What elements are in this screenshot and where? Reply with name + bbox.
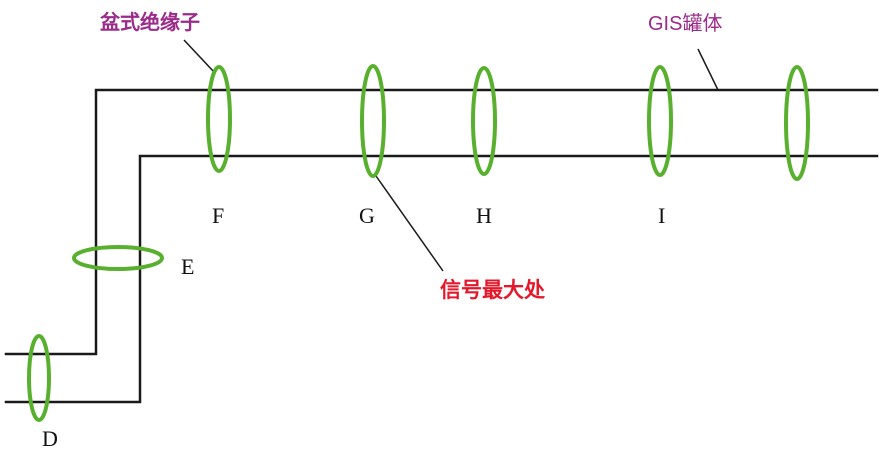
signal-max-label: 信号最大处 xyxy=(440,278,545,302)
point-label-E: E xyxy=(181,254,195,279)
point-label-F: F xyxy=(212,203,225,228)
insulator-H xyxy=(471,66,497,176)
insulator-D xyxy=(27,334,51,422)
insulator-I xyxy=(647,65,673,177)
insulator-E xyxy=(72,245,164,271)
point-label-I: I xyxy=(658,203,666,228)
gis-tank-walls xyxy=(4,88,879,404)
insulator-J xyxy=(784,65,810,181)
gis-tank-label: GIS罐体 xyxy=(648,13,723,35)
point-label-G: G xyxy=(359,203,375,228)
leader-gis-tank xyxy=(697,48,719,91)
insulator-G xyxy=(360,64,386,178)
leader-signal-max xyxy=(375,175,444,272)
leader-lines xyxy=(183,39,719,272)
point-label-H: H xyxy=(476,203,492,228)
inner-wall xyxy=(4,154,879,404)
outer-wall xyxy=(4,88,879,356)
leader-basin-insulator xyxy=(183,39,215,73)
insulator-F xyxy=(206,65,232,173)
point-label-D: D xyxy=(42,426,58,451)
basin-insulator-label: 盆式绝缘子 xyxy=(100,10,200,34)
insulators xyxy=(27,64,810,422)
